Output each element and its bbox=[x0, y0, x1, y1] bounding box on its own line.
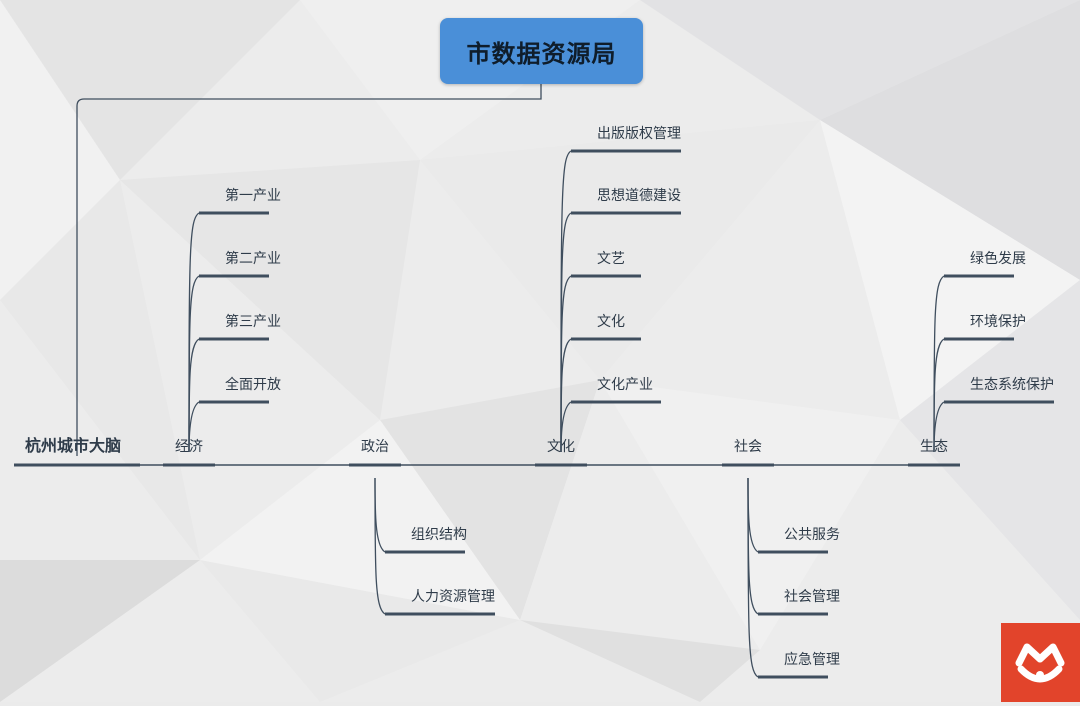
branch-label-1[interactable]: 政治 bbox=[361, 439, 389, 455]
child-label-1-1[interactable]: 人力资源管理 bbox=[411, 589, 495, 605]
child-label-4-0[interactable]: 绿色发展 bbox=[970, 251, 1026, 267]
child-label-2-4[interactable]: 文化产业 bbox=[597, 377, 653, 393]
child-label-0-2[interactable]: 第三产业 bbox=[225, 314, 281, 330]
title-node[interactable]: 市数据资源局 bbox=[440, 18, 643, 84]
child-connector-0-0 bbox=[188, 212, 200, 453]
branch-label-3[interactable]: 社会 bbox=[734, 439, 762, 455]
child-connector-0-2 bbox=[188, 338, 200, 453]
child-connector-1-1 bbox=[374, 477, 386, 615]
child-label-2-2[interactable]: 文艺 bbox=[597, 251, 625, 267]
child-connector-2-3 bbox=[560, 338, 572, 453]
branch-label-2[interactable]: 文化 bbox=[547, 439, 575, 455]
child-label-0-0[interactable]: 第一产业 bbox=[225, 188, 281, 204]
child-label-2-3[interactable]: 文化 bbox=[597, 314, 625, 330]
title-connector bbox=[76, 84, 542, 456]
child-label-3-0[interactable]: 公共服务 bbox=[784, 527, 840, 543]
child-connector-2-4 bbox=[560, 401, 572, 453]
child-label-4-2[interactable]: 生态系统保护 bbox=[970, 377, 1054, 393]
child-label-0-3[interactable]: 全面开放 bbox=[225, 377, 281, 393]
child-label-3-2[interactable]: 应急管理 bbox=[784, 652, 840, 668]
child-connector-2-0 bbox=[560, 150, 572, 453]
child-connector-3-2 bbox=[747, 477, 759, 678]
branch-label-4[interactable]: 生态 bbox=[920, 439, 948, 455]
root-node-label[interactable]: 杭州城市大脑 bbox=[25, 436, 122, 455]
child-connector-3-0 bbox=[747, 477, 759, 553]
child-label-2-1[interactable]: 思想道德建设 bbox=[597, 188, 681, 204]
child-label-4-1[interactable]: 环境保护 bbox=[970, 314, 1026, 330]
child-connector-4-2 bbox=[933, 401, 945, 453]
branch-label-0[interactable]: 经济 bbox=[175, 439, 203, 455]
child-label-3-1[interactable]: 社会管理 bbox=[784, 589, 840, 605]
child-connector-0-3 bbox=[188, 401, 200, 453]
child-connector-1-0 bbox=[374, 477, 386, 553]
child-label-0-1[interactable]: 第二产业 bbox=[225, 251, 281, 267]
child-label-2-0[interactable]: 出版版权管理 bbox=[597, 126, 681, 142]
child-connector-2-1 bbox=[560, 212, 572, 453]
child-label-1-0[interactable]: 组织结构 bbox=[411, 527, 467, 543]
child-connector-4-1 bbox=[933, 338, 945, 453]
title-text: 市数据资源局 bbox=[466, 39, 617, 68]
brand-logo-icon bbox=[1001, 623, 1080, 702]
